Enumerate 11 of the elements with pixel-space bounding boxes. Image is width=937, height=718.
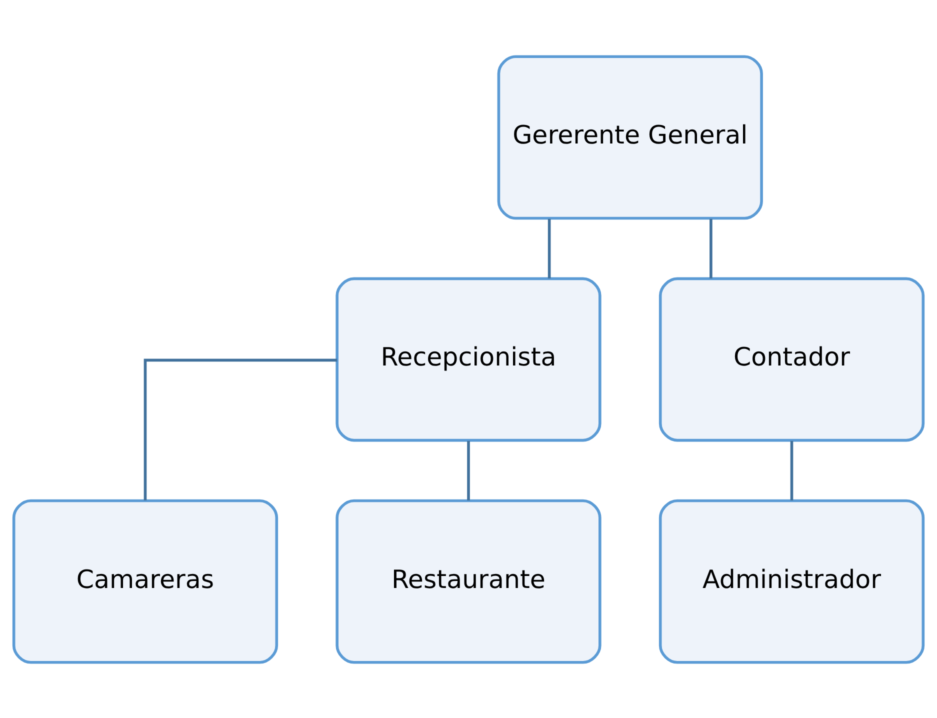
connector bbox=[144, 358, 338, 500]
node-box: Gererente General bbox=[497, 54, 763, 220]
connector bbox=[467, 440, 470, 500]
node-box: Restaurante bbox=[336, 498, 602, 664]
node-box: Recepcionista bbox=[336, 276, 602, 442]
node-box: Contador bbox=[658, 276, 925, 442]
connector bbox=[790, 440, 794, 500]
connector bbox=[548, 218, 551, 278]
node-box: Camareras bbox=[12, 498, 278, 664]
connector bbox=[710, 218, 712, 278]
node-box: Administrador bbox=[658, 498, 925, 664]
